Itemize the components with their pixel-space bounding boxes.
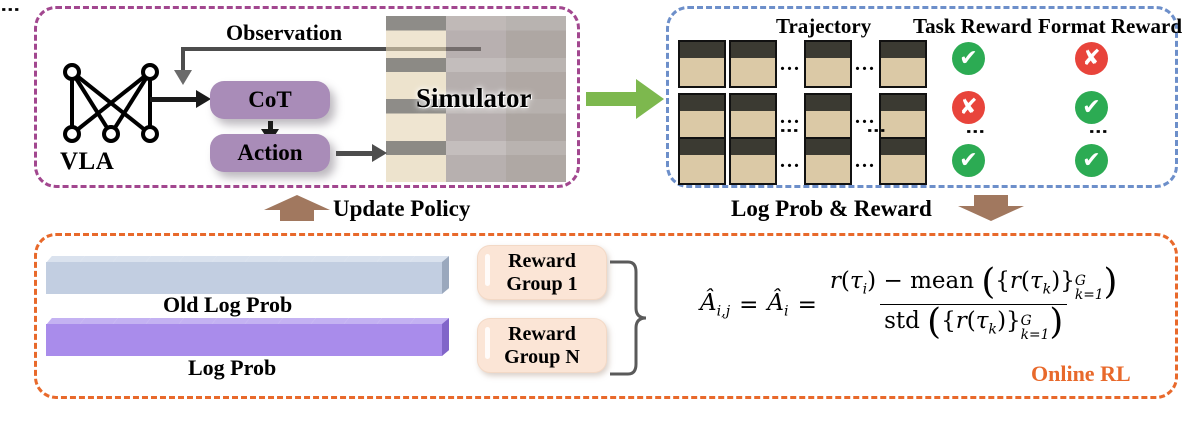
- num-r2: r: [1009, 268, 1021, 294]
- den-std: std: [884, 308, 920, 335]
- num-sub-i: i: [862, 281, 868, 298]
- trajectory-frame: [804, 137, 852, 185]
- reward-group-vertical-ellipsis: ⋮: [0, 0, 20, 19]
- format-reward-cross-icon: ✘: [1075, 42, 1108, 75]
- num-sub-k: k: [1042, 281, 1052, 298]
- trajectory-frame: [729, 40, 777, 88]
- log-prob-label: Log Prob: [188, 355, 277, 380]
- update-policy-label: Update Policy: [333, 196, 471, 221]
- trajectory-frame: [804, 93, 852, 141]
- simulator-image-grid: [386, 16, 566, 182]
- formula-lhs2: Â: [767, 290, 785, 317]
- row-ellipsis: ...: [855, 53, 876, 75]
- log-prob-reward-label: Log Prob & Reward: [731, 196, 932, 221]
- action-to-simulator-arrow-icon: [336, 144, 387, 162]
- trajectory-row: ... ...: [678, 137, 927, 185]
- format-reward-title: Format Reward: [1038, 14, 1183, 38]
- observation-arrow-down-icon: [174, 47, 192, 85]
- trajectory-vertical-ellipsis: ⋮: [778, 121, 799, 141]
- task-reward-vertical-ellipsis: ⋮: [964, 122, 985, 142]
- trajectory-frame: [804, 40, 852, 88]
- row-ellipsis: ...: [780, 106, 801, 128]
- reward-group-first-box: Reward Group 1: [477, 245, 607, 300]
- trajectory-frame: [879, 93, 927, 141]
- den-sub-k1: k=1: [1020, 327, 1050, 344]
- reward-group-brace-icon: [610, 260, 647, 376]
- trajectory-frame: [729, 137, 777, 185]
- den-tau: τ: [975, 308, 989, 335]
- trajectory-frame: [729, 93, 777, 141]
- reward-group-last-box: Reward Group N: [477, 318, 607, 373]
- task-reward-check-icon: ✔: [952, 144, 985, 177]
- trajectory-frame: [879, 40, 927, 88]
- pipeline-green-arrow-icon: [586, 79, 664, 119]
- trajectory-row: ... ...: [678, 40, 927, 88]
- trajectory-title: Trajectory: [776, 14, 872, 38]
- num-r: r: [829, 268, 841, 294]
- reward-group-last-line2: Group N: [504, 345, 580, 368]
- den-sup-G: G: [1020, 313, 1032, 330]
- cot-box: CoT: [210, 81, 330, 119]
- row-ellipsis: ...: [780, 150, 801, 172]
- old-log-prob-bar: [46, 256, 449, 294]
- task-reward-title: Task Reward: [913, 14, 1032, 38]
- simulator-label: Simulator: [416, 83, 532, 113]
- num-sup-G: G: [1074, 272, 1086, 289]
- trajectory-frame: [879, 137, 927, 185]
- reward-group-first-line2: Group 1: [506, 272, 578, 295]
- trajectory-frame: [678, 40, 726, 88]
- log-prob-bar: [46, 318, 449, 356]
- log-prob-reward-arrow-icon: [958, 195, 1024, 221]
- vla-network-icon: [63, 63, 159, 143]
- reward-group-last-line1: Reward: [508, 323, 576, 346]
- vla-to-cot-arrow-icon: [150, 90, 211, 108]
- formula-lhs1: Â: [700, 290, 717, 317]
- row-ellipsis: ...: [855, 106, 876, 128]
- num-tau: τ: [849, 268, 863, 294]
- observation-label: Observation: [226, 20, 343, 45]
- trajectory-frame: [678, 93, 726, 141]
- den-sub-k: k: [988, 321, 998, 338]
- update-policy-arrow-icon: [264, 195, 330, 221]
- den-r: r: [955, 308, 967, 335]
- num-tau2: τ: [1029, 268, 1043, 294]
- trajectory-vertical-ellipsis: ⋮: [865, 121, 886, 141]
- format-reward-vertical-ellipsis: ⋮: [1087, 122, 1108, 142]
- online-rl-label: Online RL: [1031, 361, 1131, 386]
- num-minus: −: [883, 268, 903, 294]
- reward-group-first-line1: Reward: [508, 250, 576, 273]
- cot-label: CoT: [248, 87, 292, 112]
- trajectory-row: ... ...: [678, 93, 927, 141]
- cot-to-action-arrow-icon: [261, 121, 279, 143]
- num-sub-k1: k=1: [1074, 287, 1104, 304]
- row-ellipsis: ...: [780, 53, 801, 75]
- formula-equals-1: =: [739, 292, 759, 319]
- formula-lhs1-sub: i,j: [716, 303, 731, 320]
- trajectory-frame: [678, 137, 726, 185]
- num-mean: mean: [910, 268, 975, 294]
- row-ellipsis: ...: [855, 150, 876, 172]
- format-reward-check-icon: ✔: [1075, 91, 1108, 124]
- task-reward-check-icon: ✔: [952, 42, 985, 75]
- formula-equals-2: =: [797, 292, 817, 319]
- vla-label: VLA: [60, 148, 115, 175]
- format-reward-check-icon: ✔: [1075, 144, 1108, 177]
- action-box: Action: [210, 134, 330, 172]
- task-reward-cross-icon: ✘: [952, 91, 985, 124]
- old-log-prob-label: Old Log Prob: [163, 292, 293, 317]
- observation-line: [181, 47, 481, 51]
- action-label: Action: [237, 140, 303, 165]
- formula-lhs2-sub: i: [784, 303, 789, 320]
